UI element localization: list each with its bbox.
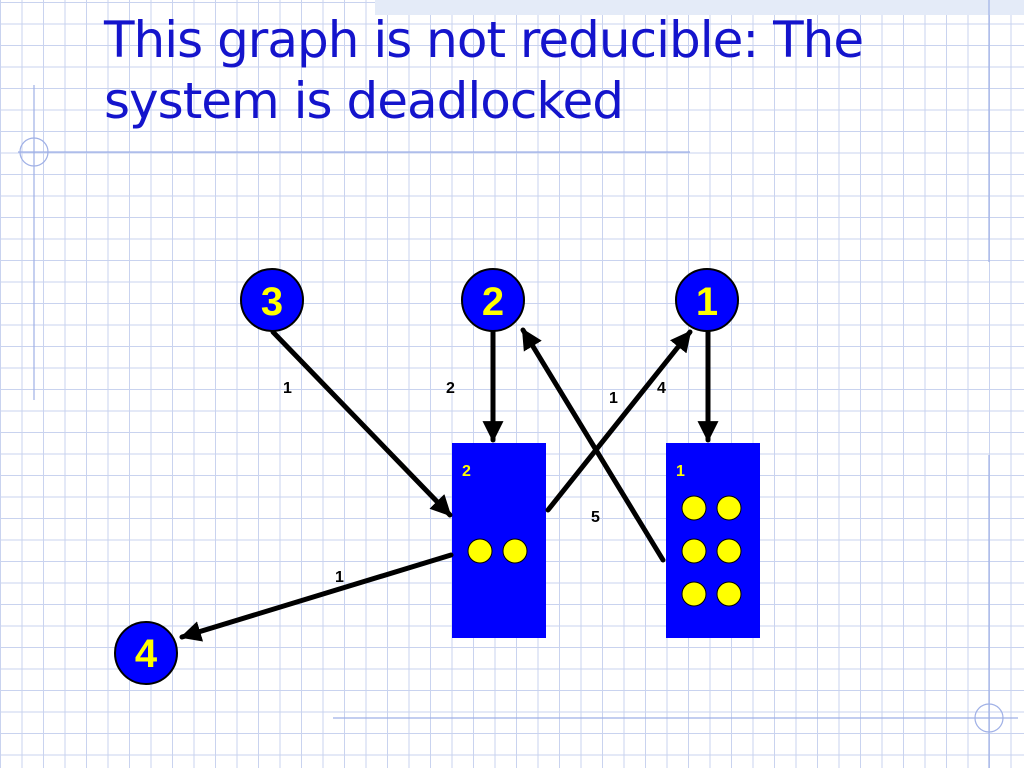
process-node-1: 1 [675,268,739,332]
process-node-4: 4 [114,621,178,685]
edge-label-p1-r1: 4 [657,380,666,397]
resource-2-box [452,443,546,638]
edge-r1-to-p2 [520,327,666,563]
process-node-2-label: 2 [482,280,504,324]
resource-2-unit [502,538,528,564]
process-node-3: 3 [240,268,304,332]
edge-label-r1-p2: 5 [591,509,600,526]
edge-r2-to-p1 [545,329,693,513]
resource-1-unit [716,538,742,564]
slide-guides [18,0,1018,768]
resource-1-unit [681,495,707,521]
process-node-4-label: 4 [135,632,158,676]
edge-label-p2-r2: 2 [446,380,455,397]
resource-1-unit [681,581,707,607]
slide-title: This graph is not reducible: The system … [104,11,864,130]
top-decor-bar [375,0,1024,15]
edge-r2-to-p4 [179,552,454,642]
edge-label-p3-r2: 1 [283,380,292,397]
process-node-2: 2 [461,268,525,332]
resource-1-label: 1 [676,463,685,480]
edge-label-r2-p4: 1 [335,569,344,586]
resource-1-box [666,443,760,638]
resource-1-unit [716,581,742,607]
resource-1-unit [681,538,707,564]
resource-2-unit [467,538,493,564]
resource-1-unit [716,495,742,521]
process-node-1-label: 1 [696,280,718,324]
edge-p3-to-r2 [270,329,453,518]
process-node-3-label: 3 [261,280,283,324]
resource-2-label: 2 [462,463,471,480]
edge-label-r2-p1: 1 [609,390,618,407]
